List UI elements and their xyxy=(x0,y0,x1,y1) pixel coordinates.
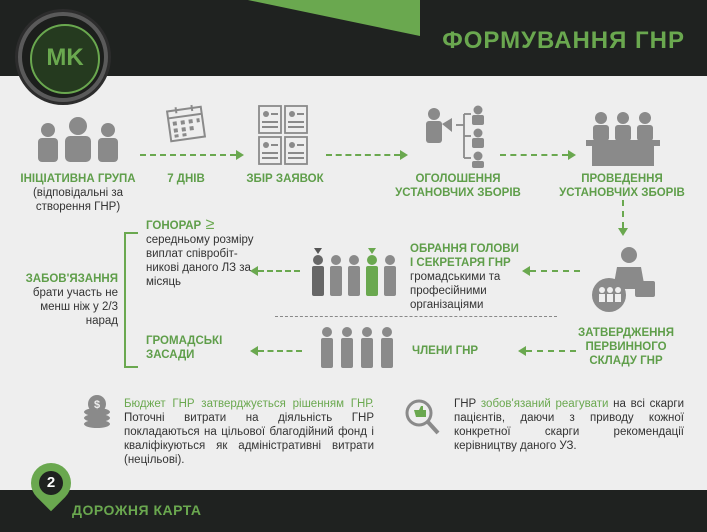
arrow-line-down xyxy=(622,200,624,228)
initiative-group-title: ІНІЦІАТИВНА ГРУПА xyxy=(20,173,136,185)
page-title: ФОРМУВАННЯ ГНР xyxy=(442,27,685,54)
announcement-icon xyxy=(426,105,484,168)
logo-text: MK xyxy=(46,44,84,71)
election-block: ОБРАННЯ ГОЛОВИ І СЕКРЕТАРЯ ГНР громадськ… xyxy=(410,242,550,312)
arrow-head-down xyxy=(618,228,628,236)
svg-text:$: $ xyxy=(94,399,100,411)
logo-inner: MK xyxy=(30,24,100,94)
meeting-label: ПРОВЕДЕННЯ УСТАНОВЧИХ ЗБОРІВ xyxy=(559,173,685,199)
arrow-line-2 xyxy=(326,154,400,156)
complaints-block: ГНР зобов'язаний реагувати на всі скарги… xyxy=(454,397,684,453)
arrow-head-4 xyxy=(522,266,530,276)
complaints-text: на всі скарги пацієнтів, даючи з приводу… xyxy=(454,398,685,452)
arrow-line-5 xyxy=(258,270,300,272)
page-number: 2 xyxy=(46,474,56,491)
logo: MK xyxy=(18,12,108,102)
public-basis-label: ГРОМАДСЬКІ ЗАСАДИ xyxy=(146,335,223,361)
confirm-label: ЗАТВЕРДЖЕННЯ ПЕРВИННОГО СКЛАДУ ГНР xyxy=(577,327,674,367)
applications-icon xyxy=(258,105,308,165)
fee-text: середньому розміру виплат співробіт-нико… xyxy=(146,234,254,288)
arrow-line-7 xyxy=(258,350,302,352)
announcement-label: ОГОЛОШЕННЯ УСТАНОВЧИХ ЗБОРІВ xyxy=(395,173,521,199)
divider-line xyxy=(275,316,557,317)
bracket xyxy=(124,232,138,368)
initiative-group-label: ІНІЦІАТИВНА ГРУПА (відповідальні за ство… xyxy=(18,172,138,214)
duty-text: брати участь не менш ніж у 2/3 нарад xyxy=(32,287,118,327)
fee-block: ГОНОРАР ≥ середньому розміру виплат спів… xyxy=(146,216,266,289)
complaints-pre: ГНР xyxy=(454,398,481,410)
budget-block: Бюджет ГНР затверджується рішенням ГНР. … xyxy=(124,397,374,467)
complaint-magnifier-icon xyxy=(405,399,440,435)
header-accent-stripe xyxy=(200,0,420,36)
coins-icon: $ xyxy=(84,395,110,428)
arrow-head-1 xyxy=(236,150,244,160)
applications-label: ЗБІР ЗАЯВОК xyxy=(246,173,324,185)
manager-icon xyxy=(592,247,655,312)
election-title-2: І СЕКРЕТАРЯ ГНР xyxy=(410,257,511,269)
arrow-head-2 xyxy=(400,150,408,160)
complaints-em: зобов'язаний реагувати xyxy=(480,398,609,410)
budget-text: Поточні витрати на діяльність ГНР поклад… xyxy=(124,412,374,466)
arrow-line-1 xyxy=(140,154,236,156)
arrow-head-6 xyxy=(518,346,526,356)
duty-title: ЗАБОВ'ЯЗАННЯ xyxy=(25,273,118,285)
fee-title: ГОНОРАР xyxy=(146,220,202,232)
calendar-icon xyxy=(165,104,207,143)
arrow-line-4 xyxy=(530,270,580,272)
elected-people-icon xyxy=(312,248,396,296)
greater-equal-icon: ≥ xyxy=(201,216,215,233)
election-text: громадськими та професійними організація… xyxy=(410,271,501,311)
arrow-head-3 xyxy=(568,150,576,160)
footer-label: ДОРОЖНЯ КАРТА xyxy=(72,502,202,518)
header-bar xyxy=(0,0,707,76)
members-label: ЧЛЕНИ ГНР xyxy=(412,345,479,357)
group-people-icon xyxy=(38,117,118,162)
footer-bar xyxy=(0,490,707,532)
initiative-group-sub: (відповідальні за створення ГНР) xyxy=(32,187,124,213)
duty-block: ЗАБОВ'ЯЗАННЯ брати участь не менш ніж у … xyxy=(14,272,118,328)
arrow-line-3 xyxy=(500,154,568,156)
meeting-icon xyxy=(586,112,660,166)
arrow-head-7 xyxy=(250,346,258,356)
seven-days-label: 7 ДНІВ xyxy=(167,173,205,185)
election-title-1: ОБРАННЯ ГОЛОВИ xyxy=(410,243,519,255)
budget-lead: Бюджет ГНР затверджується рішенням ГНР. xyxy=(124,398,374,410)
arrow-head-5 xyxy=(250,266,258,276)
map-pin-hole xyxy=(39,471,63,495)
arrow-line-6 xyxy=(526,350,576,352)
members-icon xyxy=(321,327,393,368)
